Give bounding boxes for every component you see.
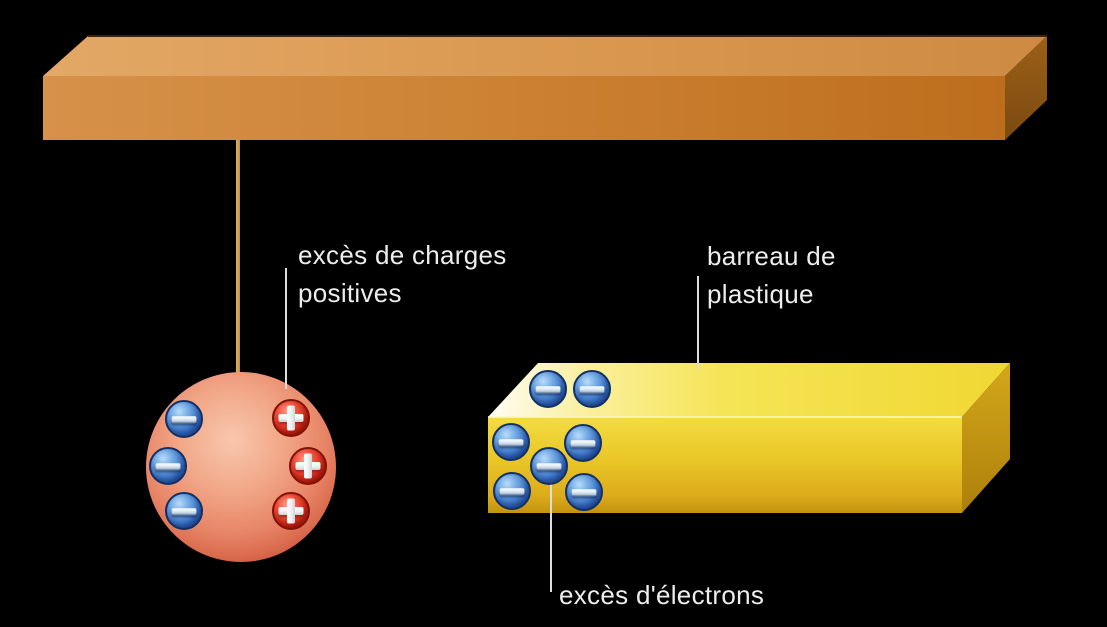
- plus-icon: [274, 494, 308, 528]
- label-electron-excess: excès d'électrons: [559, 576, 764, 614]
- proton-charge: [272, 492, 310, 530]
- label-plastic-bar: barreau de plastique: [707, 237, 836, 313]
- label-electron-excess-text: excès d'électrons: [559, 580, 765, 610]
- electron-charge: [165, 400, 203, 438]
- label-positive-excess: excès de charges positives: [298, 236, 507, 312]
- minus-icon: [499, 488, 525, 496]
- plastic-bar-side-face: [962, 363, 1010, 513]
- minus-icon: [579, 386, 605, 394]
- proton-charge: [289, 447, 327, 485]
- minus-icon: [536, 463, 562, 471]
- electron-charge: [530, 447, 568, 485]
- minus-icon: [570, 440, 596, 448]
- electron-charge: [565, 473, 603, 511]
- label-positive-excess-line1: excès de charges: [298, 240, 507, 270]
- electron-charge: [149, 447, 187, 485]
- minus-icon: [498, 439, 524, 447]
- plus-icon: [274, 401, 308, 435]
- minus-icon: [171, 416, 197, 424]
- label-positive-excess-line2: positives: [298, 278, 402, 308]
- minus-icon: [535, 386, 561, 394]
- support-bar-front-face: [43, 76, 1005, 140]
- proton-charge: [272, 399, 310, 437]
- support-bar-side-face: [1005, 36, 1047, 140]
- label-plastic-bar-line2: plastique: [707, 279, 814, 309]
- plastic-bar-top-face: [488, 363, 1010, 417]
- label-plastic-bar-line1: barreau de: [707, 241, 836, 271]
- support-bar-top-face: [43, 36, 1047, 76]
- suspension-string: [236, 138, 240, 378]
- minus-icon: [155, 463, 181, 471]
- minus-icon: [171, 508, 197, 516]
- minus-icon: [571, 489, 597, 497]
- plastic-bar: [488, 363, 1010, 513]
- electron-charge: [492, 423, 530, 461]
- plastic-bar-front-face: [488, 417, 962, 513]
- electron-charge: [564, 424, 602, 462]
- electron-charge: [493, 472, 531, 510]
- electron-charge: [529, 370, 567, 408]
- plus-icon: [291, 449, 325, 483]
- electron-charge: [573, 370, 611, 408]
- electron-charge: [165, 492, 203, 530]
- support-bar: [43, 35, 1047, 140]
